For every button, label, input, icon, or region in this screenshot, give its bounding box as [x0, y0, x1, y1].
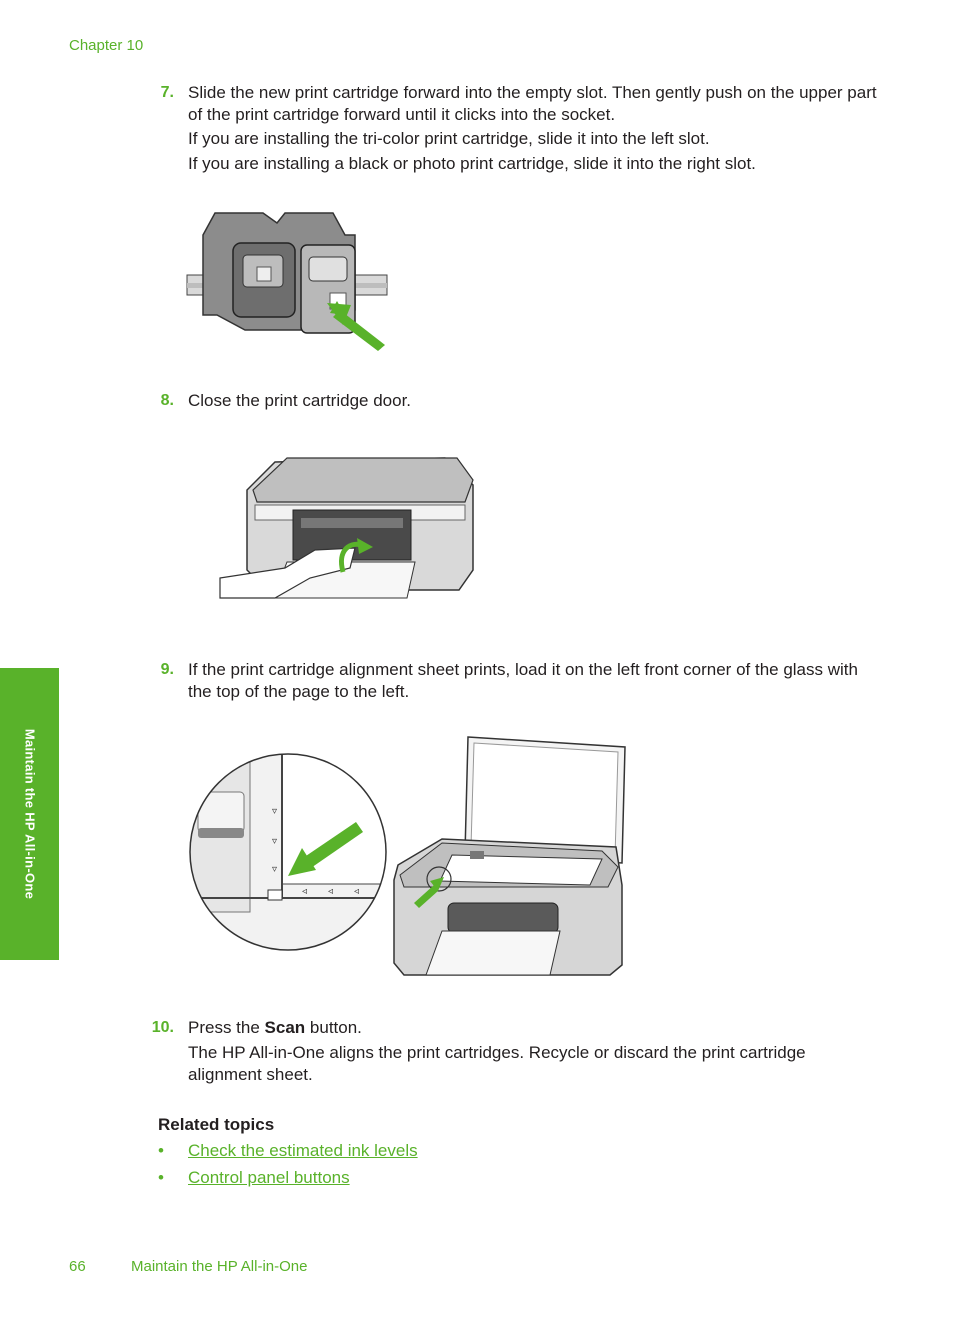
svg-text:▿: ▿: [272, 836, 277, 847]
step-9-text: If the print cartridge alignment sheet p…: [188, 660, 858, 701]
step-number-9: 9.: [160, 661, 174, 678]
svg-text:▿: ▿: [272, 864, 277, 875]
cartridge-carriage-illustration: [186, 212, 388, 351]
side-tab-label: Maintain the HP All-in-One: [22, 728, 37, 900]
bullet-1: •: [158, 1141, 164, 1160]
step-10-text-after: button.: [305, 1018, 362, 1037]
link-control-panel-buttons[interactable]: Control panel buttons: [188, 1168, 350, 1187]
related-topics-heading: Related topics: [158, 1115, 275, 1134]
step-7-text: Slide the new print cartridge forward in…: [188, 83, 877, 124]
svg-text:◃: ◃: [328, 886, 333, 897]
footer-title: Maintain the HP All-in-One: [131, 1258, 308, 1275]
step-7-note-left: If you are installing the tri-color prin…: [188, 129, 710, 148]
all-in-one-open-lid-illustration: [393, 736, 626, 976]
svg-text:◃: ◃: [354, 886, 359, 897]
step-10-text-before: Press the: [188, 1018, 265, 1037]
step-10-result: The HP All-in-One aligns the print cartr…: [188, 1043, 806, 1084]
page-number: 66: [69, 1258, 86, 1275]
svg-text:▿: ▿: [272, 806, 277, 817]
step-number-10: 10.: [151, 1019, 174, 1036]
alignment-sheet-zoom-illustration: ▿ ▿ ▿ ◃ ◃ ◃: [189, 753, 387, 951]
step-number-7: 7.: [160, 84, 174, 101]
scan-button-name: Scan: [264, 1018, 306, 1037]
bullet-2: •: [158, 1168, 164, 1187]
step-number-8: 8.: [160, 392, 174, 409]
step-8-text: Close the print cartridge door.: [188, 391, 412, 410]
side-tab: Maintain the HP All-in-One: [0, 668, 59, 960]
svg-text:◃: ◃: [302, 886, 307, 897]
link-check-ink-levels[interactable]: Check the estimated ink levels: [188, 1141, 418, 1160]
chapter-header: Chapter 10: [69, 37, 144, 54]
step-7-note-right: If you are installing a black or photo p…: [188, 154, 756, 173]
step-10-instruction: Press the Scan button.: [188, 1017, 878, 1039]
close-door-illustration: [219, 457, 474, 599]
